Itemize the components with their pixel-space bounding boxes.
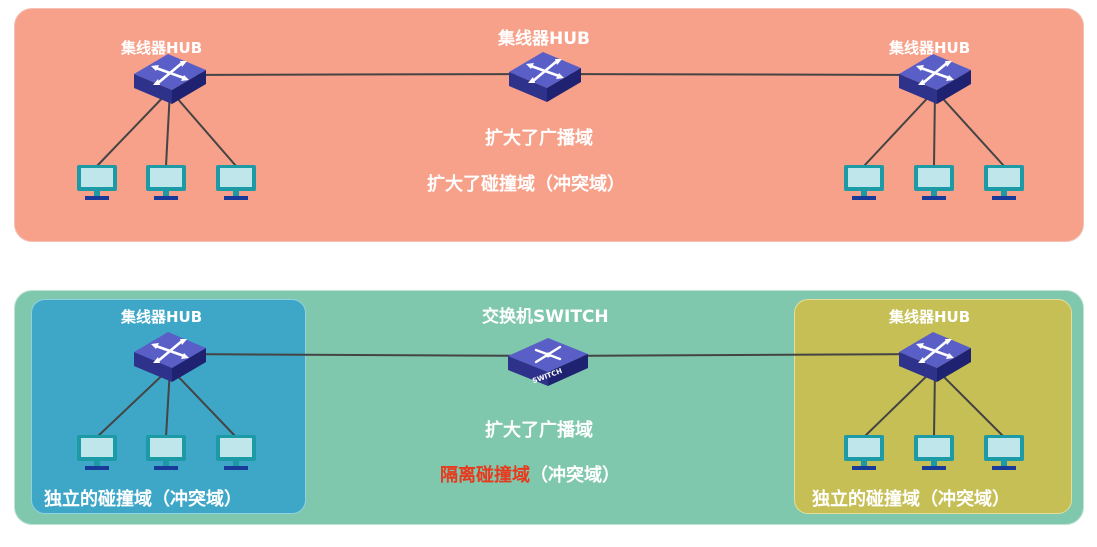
computer-icon	[984, 435, 1024, 470]
computer-icon	[984, 165, 1024, 200]
right-domain-label: 独立的碰撞域（冲突域）	[812, 489, 1010, 510]
left-domain-label: 独立的碰撞域（冲突域）	[44, 489, 242, 510]
bottom-broadcast-text: 扩大了广播域	[485, 420, 593, 441]
computer-icon	[914, 165, 954, 200]
bottom-collision-text: 隔离碰撞域（冲突域）	[440, 461, 620, 487]
computer-icon	[844, 165, 884, 200]
computer-icon	[146, 435, 186, 470]
top-broadcast-text: 扩大了广播域	[485, 128, 593, 149]
computer-icon	[914, 435, 954, 470]
hub-label-bottom-left: 集线器HUB	[121, 308, 203, 326]
hub-icon-bottom-left	[132, 330, 208, 384]
hub-icon-top-left	[132, 52, 208, 106]
top-panel-hub-network	[14, 8, 1084, 242]
hub-icon-top-right	[897, 52, 973, 106]
hub-icon-bottom-right	[897, 330, 973, 384]
isolate-collision-text: 隔离碰撞域	[440, 465, 530, 486]
switch-label: 交换机SWITCH	[482, 307, 609, 327]
top-collision-text: 扩大了碰撞域（冲突域）	[427, 174, 625, 195]
computer-icon	[77, 435, 117, 470]
computer-icon	[146, 165, 186, 200]
computer-icon	[844, 435, 884, 470]
computer-icon	[216, 435, 256, 470]
bottom-links	[96, 353, 1005, 438]
hub-label-top-right: 集线器HUB	[889, 39, 971, 57]
computer-icon	[216, 165, 256, 200]
hub-icon-top-center	[507, 50, 583, 104]
hub-label-top-left: 集线器HUB	[121, 39, 203, 57]
collision-domain-suffix: （冲突域）	[530, 465, 620, 486]
top-links	[96, 73, 1005, 167]
hub-label-bottom-right: 集线器HUB	[889, 308, 971, 326]
hub-label-top-center: 集线器HUB	[498, 29, 590, 49]
computer-icon	[77, 165, 117, 200]
